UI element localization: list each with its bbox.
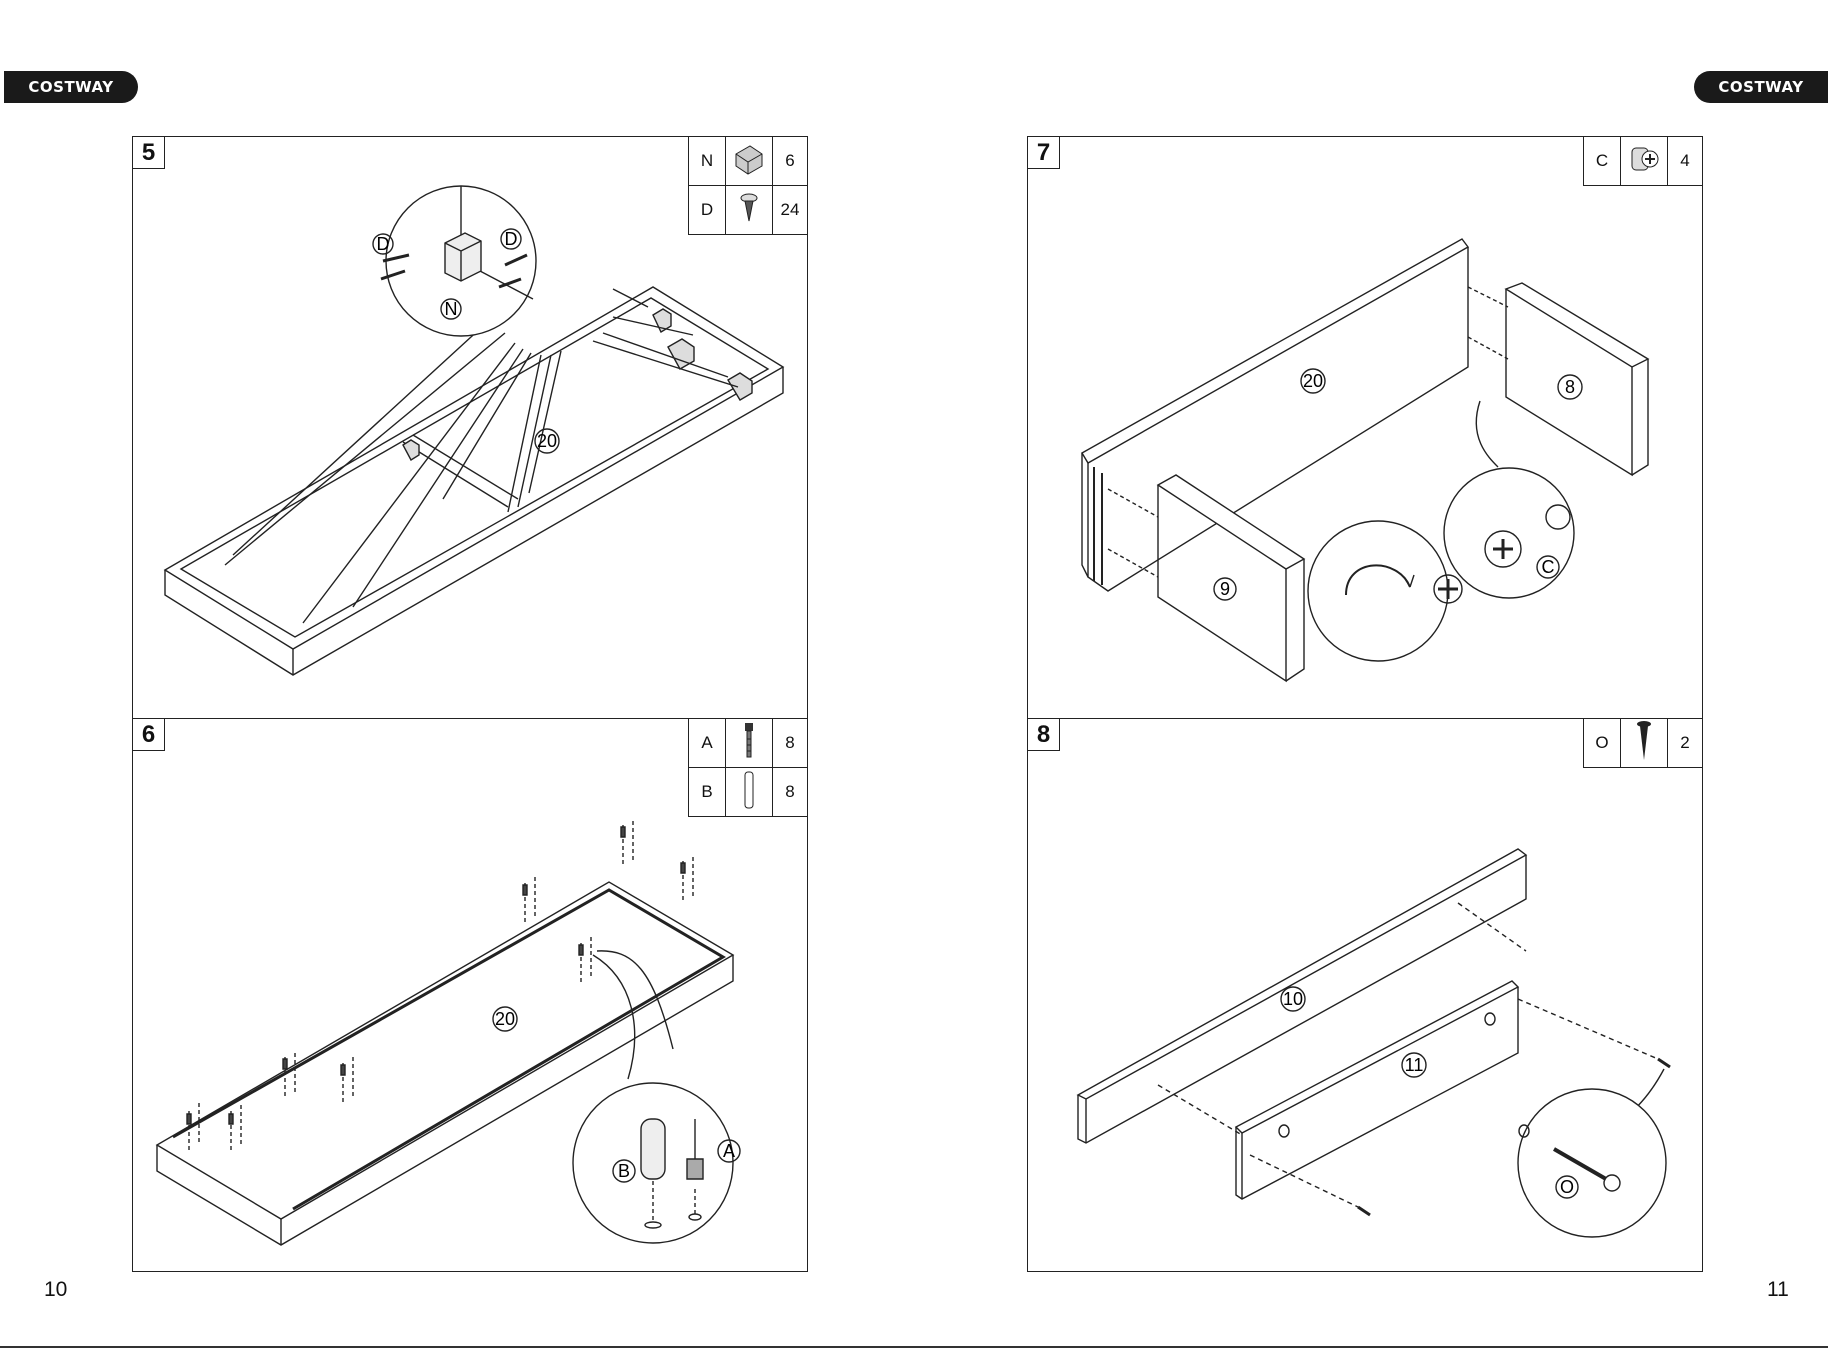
parts-row: D 24 xyxy=(689,186,808,235)
corner-bracket-icon xyxy=(732,142,766,176)
parts-table: C 4 xyxy=(1583,136,1703,186)
callout-d-left: D xyxy=(377,234,390,254)
callout-o: O xyxy=(1560,1177,1574,1197)
callout-c: C xyxy=(1542,557,1555,577)
parts-row: O 2 xyxy=(1584,719,1703,768)
step-number: 7 xyxy=(1028,137,1060,169)
parts-row: C 4 xyxy=(1584,137,1703,186)
callout-board-9: 9 xyxy=(1220,579,1230,599)
step-8-panel: 10 11 O 8 O 2 xyxy=(1027,718,1703,1272)
part-code: D xyxy=(689,186,726,235)
callout-board-20: 20 xyxy=(537,431,557,451)
step-number: 5 xyxy=(133,137,165,169)
callout-board-11: 11 xyxy=(1405,1055,1424,1075)
part-qty: 8 xyxy=(773,719,808,768)
page-number-right: 11 xyxy=(1767,1278,1789,1302)
part-code: N xyxy=(689,137,726,186)
step-7-panel: 20 8 9 C 7 C 4 xyxy=(1027,136,1703,720)
step-number: 8 xyxy=(1028,719,1060,751)
parts-row: A 8 xyxy=(689,719,808,768)
step-6-panel: 20 B A 6 A 8 B 8 xyxy=(132,718,808,1272)
callout-d-right: D xyxy=(505,229,518,249)
cam-bolt-icon xyxy=(742,721,756,761)
part-code: O xyxy=(1584,719,1621,768)
step-5-panel: D D N 20 5 N 6 D 24 xyxy=(132,136,808,720)
page-number-left: 10 xyxy=(44,1278,67,1302)
parts-row: B 8 xyxy=(689,768,808,817)
parts-table: A 8 B 8 xyxy=(688,718,808,817)
cam-lock-icon xyxy=(1626,142,1662,176)
callout-board-8: 8 xyxy=(1565,377,1575,397)
step-8-drawing: 10 11 O xyxy=(1028,719,1704,1273)
part-code: A xyxy=(689,719,726,768)
callout-b: B xyxy=(618,1161,630,1181)
parts-row: N 6 xyxy=(689,137,808,186)
part-qty: 4 xyxy=(1668,137,1703,186)
callout-board-20: 20 xyxy=(495,1009,515,1029)
callout-n: N xyxy=(445,299,458,319)
brand-logo-right: COSTWAY xyxy=(1694,71,1828,103)
part-code: C xyxy=(1584,137,1621,186)
callout-board-10: 10 xyxy=(1283,989,1303,1009)
callout-a: A xyxy=(723,1141,735,1161)
part-qty: 2 xyxy=(1668,719,1703,768)
step-number: 6 xyxy=(133,719,165,751)
parts-table: O 2 xyxy=(1583,718,1703,768)
wooden-dowel-icon xyxy=(742,770,756,810)
screw-icon xyxy=(739,193,759,223)
part-qty: 8 xyxy=(773,768,808,817)
brand-logo-left: COSTWAY xyxy=(4,71,138,103)
part-code: B xyxy=(689,768,726,817)
callout-board-20: 20 xyxy=(1303,371,1323,391)
part-qty: 6 xyxy=(773,137,808,186)
part-qty: 24 xyxy=(773,186,808,235)
parts-table: N 6 D 24 xyxy=(688,136,808,235)
footer-rule xyxy=(0,1346,1828,1348)
step-7-drawing: 20 8 9 C xyxy=(1028,137,1704,721)
long-screw-icon xyxy=(1636,720,1652,762)
